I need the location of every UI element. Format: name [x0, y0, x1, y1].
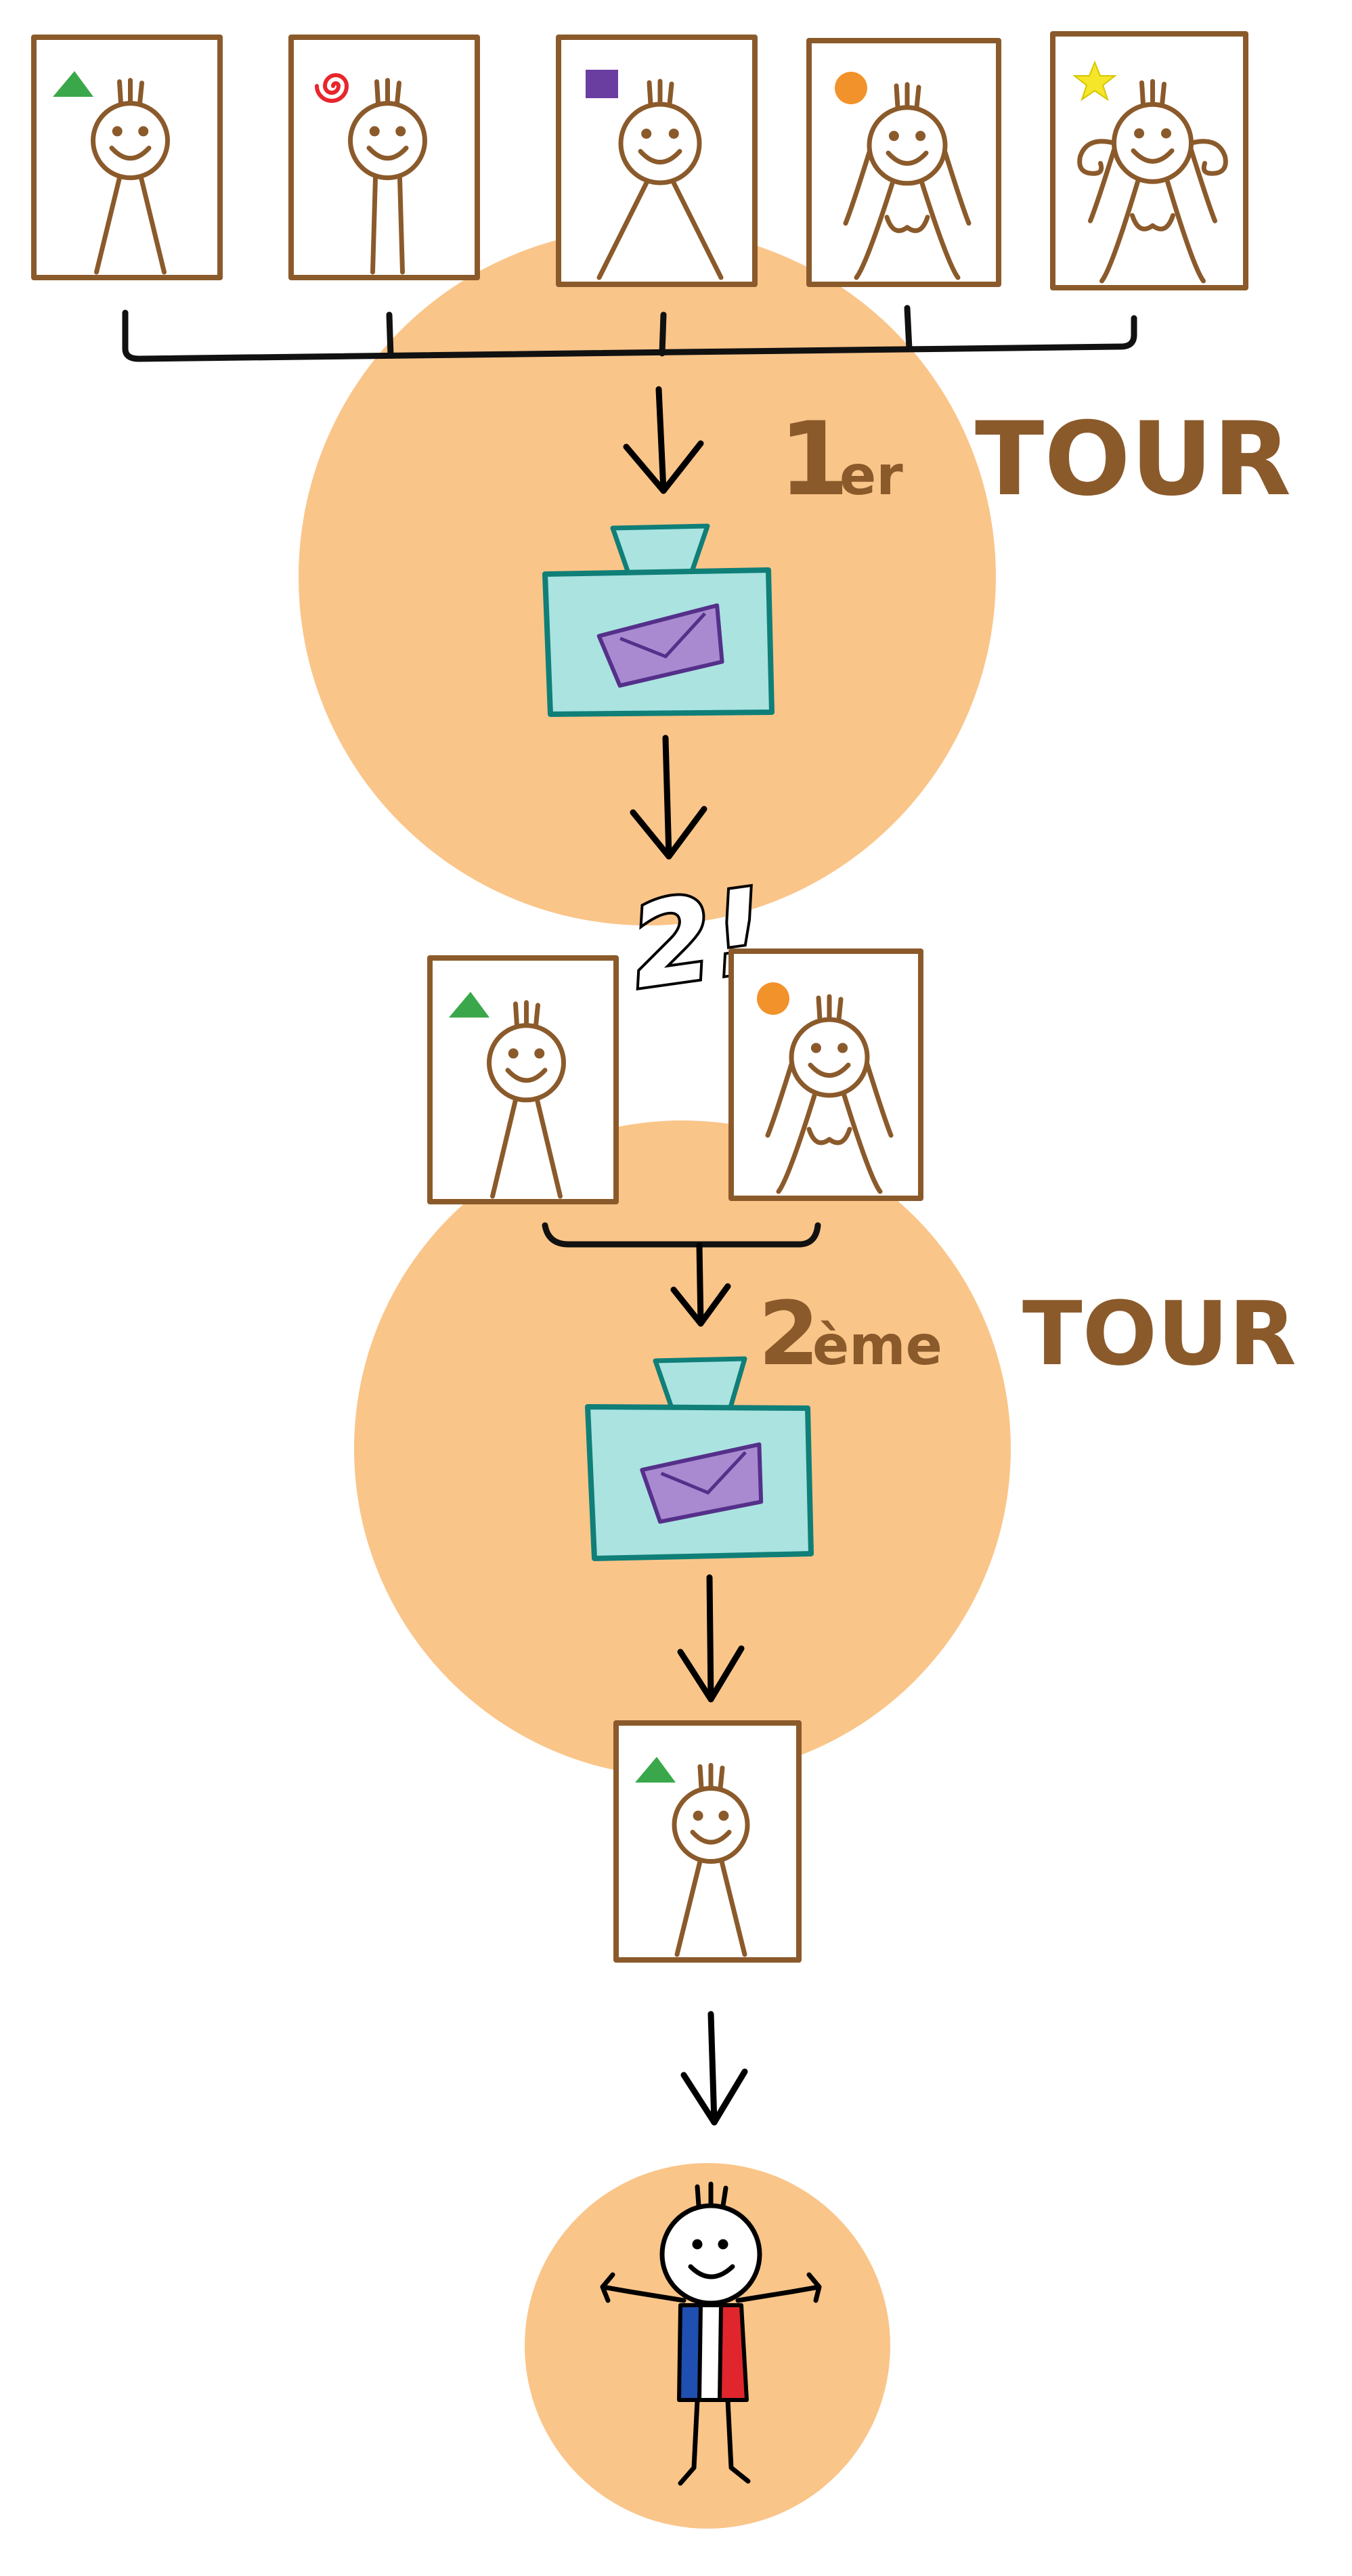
- square-icon: [586, 70, 618, 98]
- round1-candidates: [34, 34, 1246, 288]
- candidate-card: [34, 37, 220, 278]
- round1-suffix: er: [839, 444, 903, 507]
- ballot-box-slot: [655, 1359, 745, 1410]
- sash-stripe: [720, 2305, 747, 2400]
- candidate-card: [1053, 34, 1246, 288]
- candidate-card: [559, 37, 755, 284]
- winner: [616, 1723, 799, 1960]
- candidate-card: [291, 37, 477, 278]
- circle-icon: [835, 72, 867, 104]
- circle-icon: [757, 982, 789, 1015]
- round2-suffix: ème: [812, 1314, 942, 1377]
- winner-card: [616, 1723, 799, 1960]
- candidate-card: [731, 951, 921, 1198]
- candidate-card: [809, 41, 999, 284]
- round1-word: TOUR: [975, 401, 1291, 519]
- round2-number: 2: [758, 1282, 819, 1385]
- president-head: [662, 2206, 760, 2303]
- round1-number: 1: [779, 401, 849, 519]
- arrow-to-president: [684, 2014, 745, 2122]
- president-sash: [679, 2305, 747, 2400]
- round2-word: TOUR: [1022, 1282, 1296, 1385]
- candidate-card: [430, 958, 616, 1202]
